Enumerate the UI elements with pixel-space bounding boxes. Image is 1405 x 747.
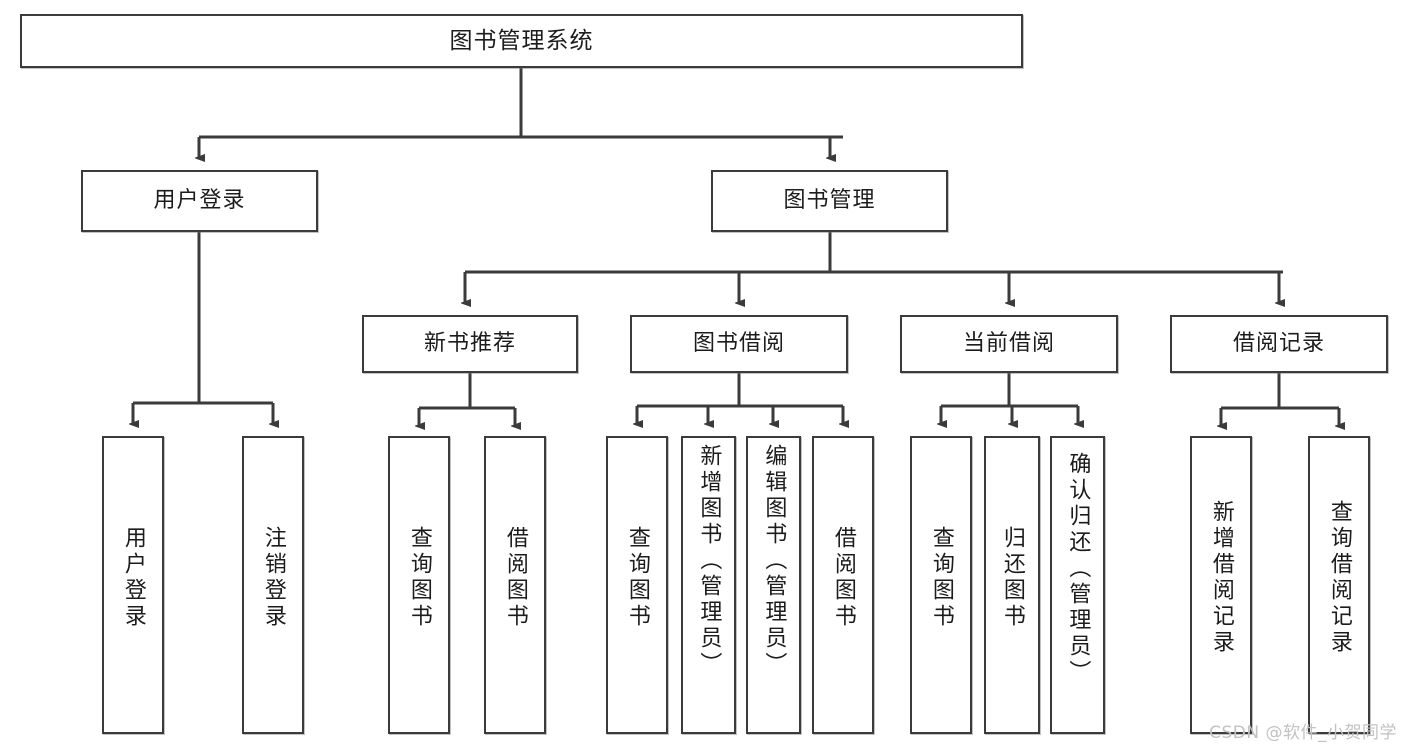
node-current-borrow-label: 当前借阅: [962, 331, 1055, 357]
node-book-borrow-label: 图书借阅: [692, 331, 785, 357]
node-borrow-record-label: 借阅记录: [1232, 331, 1325, 357]
node-leaf-user-login[interactable]: 用户登录: [102, 436, 164, 734]
node-leaf-add-record[interactable]: 新增借阅记录: [1190, 436, 1252, 734]
node-new-book-rec[interactable]: 新书推荐: [362, 315, 578, 373]
node-new-book-rec-label: 新书推荐: [423, 331, 516, 357]
node-leaf-query-record[interactable]: 查询借阅记录: [1308, 436, 1370, 734]
node-user-login[interactable]: 用户登录: [81, 170, 318, 232]
node-leaf-edit-book[interactable]: 编辑图书（管理员）: [746, 436, 801, 734]
node-root-label: 图书管理系统: [449, 27, 594, 54]
node-leaf-edit-book-label: 编辑图书（管理员）: [761, 444, 787, 678]
node-leaf-return-book-label: 归还图书: [999, 526, 1025, 630]
node-leaf-query-book-3-label: 查询图书: [928, 526, 954, 630]
node-borrow-record[interactable]: 借阅记录: [1170, 315, 1388, 373]
node-root[interactable]: 图书管理系统: [20, 14, 1023, 68]
node-leaf-query-book-2[interactable]: 查询图书: [606, 436, 668, 734]
node-leaf-user-login-label: 用户登录: [120, 526, 146, 630]
node-leaf-confirm-return[interactable]: 确认归还（管理员）: [1050, 436, 1105, 734]
node-leaf-add-book-label: 新增图书（管理员）: [696, 444, 722, 678]
node-leaf-logout[interactable]: 注销登录: [242, 436, 304, 734]
node-book-manage-label: 图书管理: [783, 188, 876, 214]
node-leaf-query-book-1[interactable]: 查询图书: [388, 436, 450, 734]
node-leaf-borrow-book-1-label: 借阅图书: [502, 526, 528, 630]
node-leaf-return-book[interactable]: 归还图书: [984, 436, 1040, 734]
node-leaf-borrow-book-2-label: 借阅图书: [830, 526, 856, 630]
watermark: CSDN @软件_小贺同学: [1209, 723, 1397, 743]
node-leaf-query-book-2-label: 查询图书: [624, 526, 650, 630]
node-leaf-borrow-book-2[interactable]: 借阅图书: [812, 436, 874, 734]
node-leaf-query-record-label: 查询借阅记录: [1326, 500, 1352, 656]
node-leaf-query-book-3[interactable]: 查询图书: [910, 436, 972, 734]
node-user-login-label: 用户登录: [153, 188, 246, 214]
node-leaf-borrow-book-1[interactable]: 借阅图书: [484, 436, 546, 734]
node-book-borrow[interactable]: 图书借阅: [630, 315, 848, 373]
node-leaf-add-book[interactable]: 新增图书（管理员）: [681, 436, 736, 734]
node-leaf-query-book-1-label: 查询图书: [406, 526, 432, 630]
node-book-manage[interactable]: 图书管理: [711, 170, 948, 232]
node-leaf-confirm-return-label: 确认归还（管理员）: [1065, 452, 1091, 686]
node-leaf-logout-label: 注销登录: [260, 526, 286, 630]
node-current-borrow[interactable]: 当前借阅: [900, 315, 1118, 373]
node-leaf-add-record-label: 新增借阅记录: [1208, 500, 1234, 656]
